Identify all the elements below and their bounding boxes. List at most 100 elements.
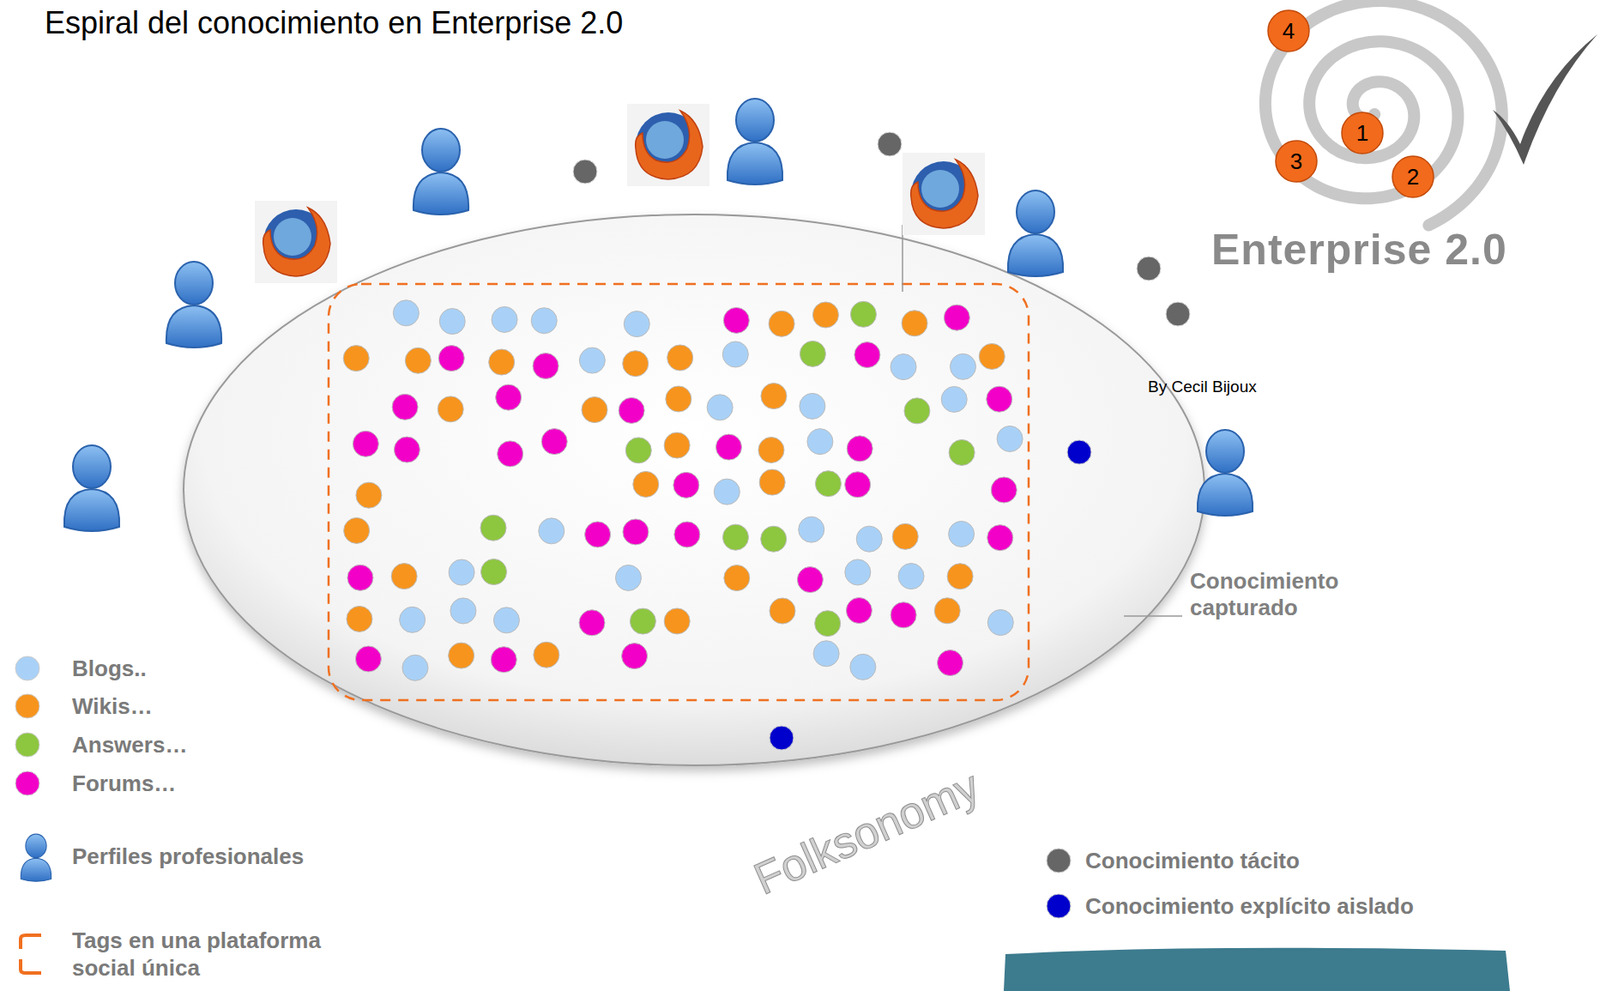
legend-swatch xyxy=(15,732,40,757)
banner xyxy=(1003,947,1510,991)
tag-area xyxy=(328,283,1029,701)
legend-text: Blogs.. xyxy=(72,654,147,683)
person-icon xyxy=(727,98,783,185)
content-dot xyxy=(850,653,876,680)
content-dot xyxy=(943,304,970,331)
content-dot xyxy=(769,597,796,624)
leader-line xyxy=(1123,615,1183,617)
content-dot xyxy=(667,344,694,371)
content-dot xyxy=(760,383,787,410)
content-dot xyxy=(665,386,692,412)
credit: By Cecil Bijoux xyxy=(1147,377,1257,397)
content-dot xyxy=(493,607,520,634)
content-dot xyxy=(854,342,881,369)
content-dot xyxy=(845,559,871,586)
step-number: 1 xyxy=(1340,110,1385,156)
content-dot xyxy=(450,597,477,624)
browser-icon xyxy=(254,200,338,284)
content-dot xyxy=(949,353,976,380)
step-number: 2 xyxy=(1390,154,1436,200)
content-dot xyxy=(633,470,659,497)
browser-icon xyxy=(627,103,710,187)
callout-number: 4 xyxy=(1282,18,1295,45)
content-dot xyxy=(673,471,700,498)
content-dot xyxy=(343,345,369,372)
content-dot xyxy=(490,646,517,673)
content-dot xyxy=(352,430,379,457)
content-dot xyxy=(439,308,465,335)
content-dot xyxy=(815,610,841,637)
content-dot xyxy=(579,609,605,636)
content-dot xyxy=(845,597,872,624)
content-dot xyxy=(622,350,649,377)
legend-bracket xyxy=(20,959,42,973)
tacit-dot xyxy=(1136,256,1161,281)
person-icon xyxy=(166,261,222,348)
content-dot xyxy=(934,597,960,624)
legend-swatches xyxy=(15,656,1071,973)
content-dot xyxy=(996,425,1023,452)
content-dot xyxy=(402,654,429,681)
callout-number: 1 xyxy=(1356,120,1369,147)
content-dot xyxy=(815,470,841,497)
person-icon xyxy=(20,833,51,882)
content-dot xyxy=(706,394,733,421)
content-dot xyxy=(813,640,840,667)
legend-text: Wikis… xyxy=(72,692,153,721)
legend-text: Perfiles profesionales xyxy=(72,842,304,871)
content-dot xyxy=(347,564,374,591)
checkmark xyxy=(1492,34,1598,165)
content-dot xyxy=(581,397,608,423)
tacit-dot xyxy=(573,159,598,184)
legend-swatch xyxy=(15,771,40,796)
content-dot xyxy=(948,439,975,465)
content-dot xyxy=(491,306,518,333)
content-dot xyxy=(355,646,381,672)
legend-swatch xyxy=(15,656,40,681)
content-dot xyxy=(760,525,787,552)
content-dot xyxy=(796,567,823,593)
content-dot xyxy=(664,608,690,634)
content-dot xyxy=(497,440,524,467)
content-dot xyxy=(356,482,382,508)
content-dot xyxy=(391,563,417,590)
spiral xyxy=(1265,0,1503,225)
content-dot xyxy=(393,436,420,463)
content-dot xyxy=(579,347,605,374)
content-dot xyxy=(846,435,873,462)
content-dot xyxy=(947,563,973,590)
content-dot xyxy=(532,353,559,380)
content-dot xyxy=(990,476,1017,503)
step-number: 4 xyxy=(1266,8,1311,54)
content-dot xyxy=(346,605,373,632)
content-dot xyxy=(495,384,522,411)
content-dot xyxy=(481,559,508,586)
content-dot xyxy=(674,521,701,548)
tacit-dot xyxy=(877,132,902,157)
content-dot xyxy=(438,345,465,372)
browser-icon xyxy=(902,152,985,236)
step-number: 3 xyxy=(1273,138,1319,184)
content-dot xyxy=(448,559,475,586)
person-icon xyxy=(413,128,469,215)
content-dot xyxy=(904,398,930,424)
content-dot xyxy=(623,311,650,338)
content-dot xyxy=(541,428,568,455)
content-dot xyxy=(480,514,507,541)
content-dot xyxy=(987,609,1014,636)
callout-number: 2 xyxy=(1406,163,1419,191)
legend-text: Answers… xyxy=(72,730,188,760)
legend-swatch xyxy=(1046,848,1071,873)
content-dot xyxy=(664,432,690,459)
content-dot xyxy=(948,520,975,547)
content-dot xyxy=(987,525,1014,551)
content-dot xyxy=(856,525,882,552)
content-dot xyxy=(759,469,785,496)
content-dot xyxy=(713,478,740,505)
region-label: Conocimiento capturado xyxy=(1189,567,1353,622)
content-dot xyxy=(850,301,876,327)
legend-text: Tags en una plataforma social única xyxy=(72,926,356,983)
callout-number: 3 xyxy=(1290,148,1303,176)
content-dot xyxy=(768,310,795,337)
watermark: Folksonomy xyxy=(746,760,987,906)
